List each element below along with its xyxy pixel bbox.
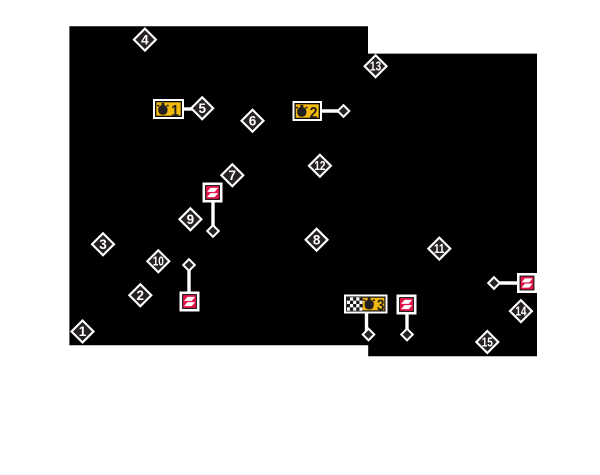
svg-text:7: 7	[229, 168, 237, 183]
svg-text:9: 9	[187, 212, 195, 227]
svg-text:11: 11	[434, 243, 445, 256]
svg-text:10: 10	[153, 256, 164, 269]
svg-text:2: 2	[310, 104, 318, 122]
svg-text:1: 1	[171, 102, 179, 120]
svg-text:2: 2	[137, 288, 145, 303]
svg-text:13: 13	[370, 61, 381, 74]
svg-text:3: 3	[99, 237, 107, 252]
svg-text:4: 4	[141, 32, 149, 47]
svg-text:15: 15	[482, 336, 493, 349]
svg-text:8: 8	[313, 232, 321, 247]
svg-text:14: 14	[515, 306, 527, 319]
svg-text:6: 6	[249, 113, 257, 128]
svg-text:1: 1	[79, 324, 87, 339]
svg-text:12: 12	[314, 160, 325, 173]
svg-text:3: 3	[377, 298, 385, 315]
svg-text:5: 5	[198, 101, 206, 116]
